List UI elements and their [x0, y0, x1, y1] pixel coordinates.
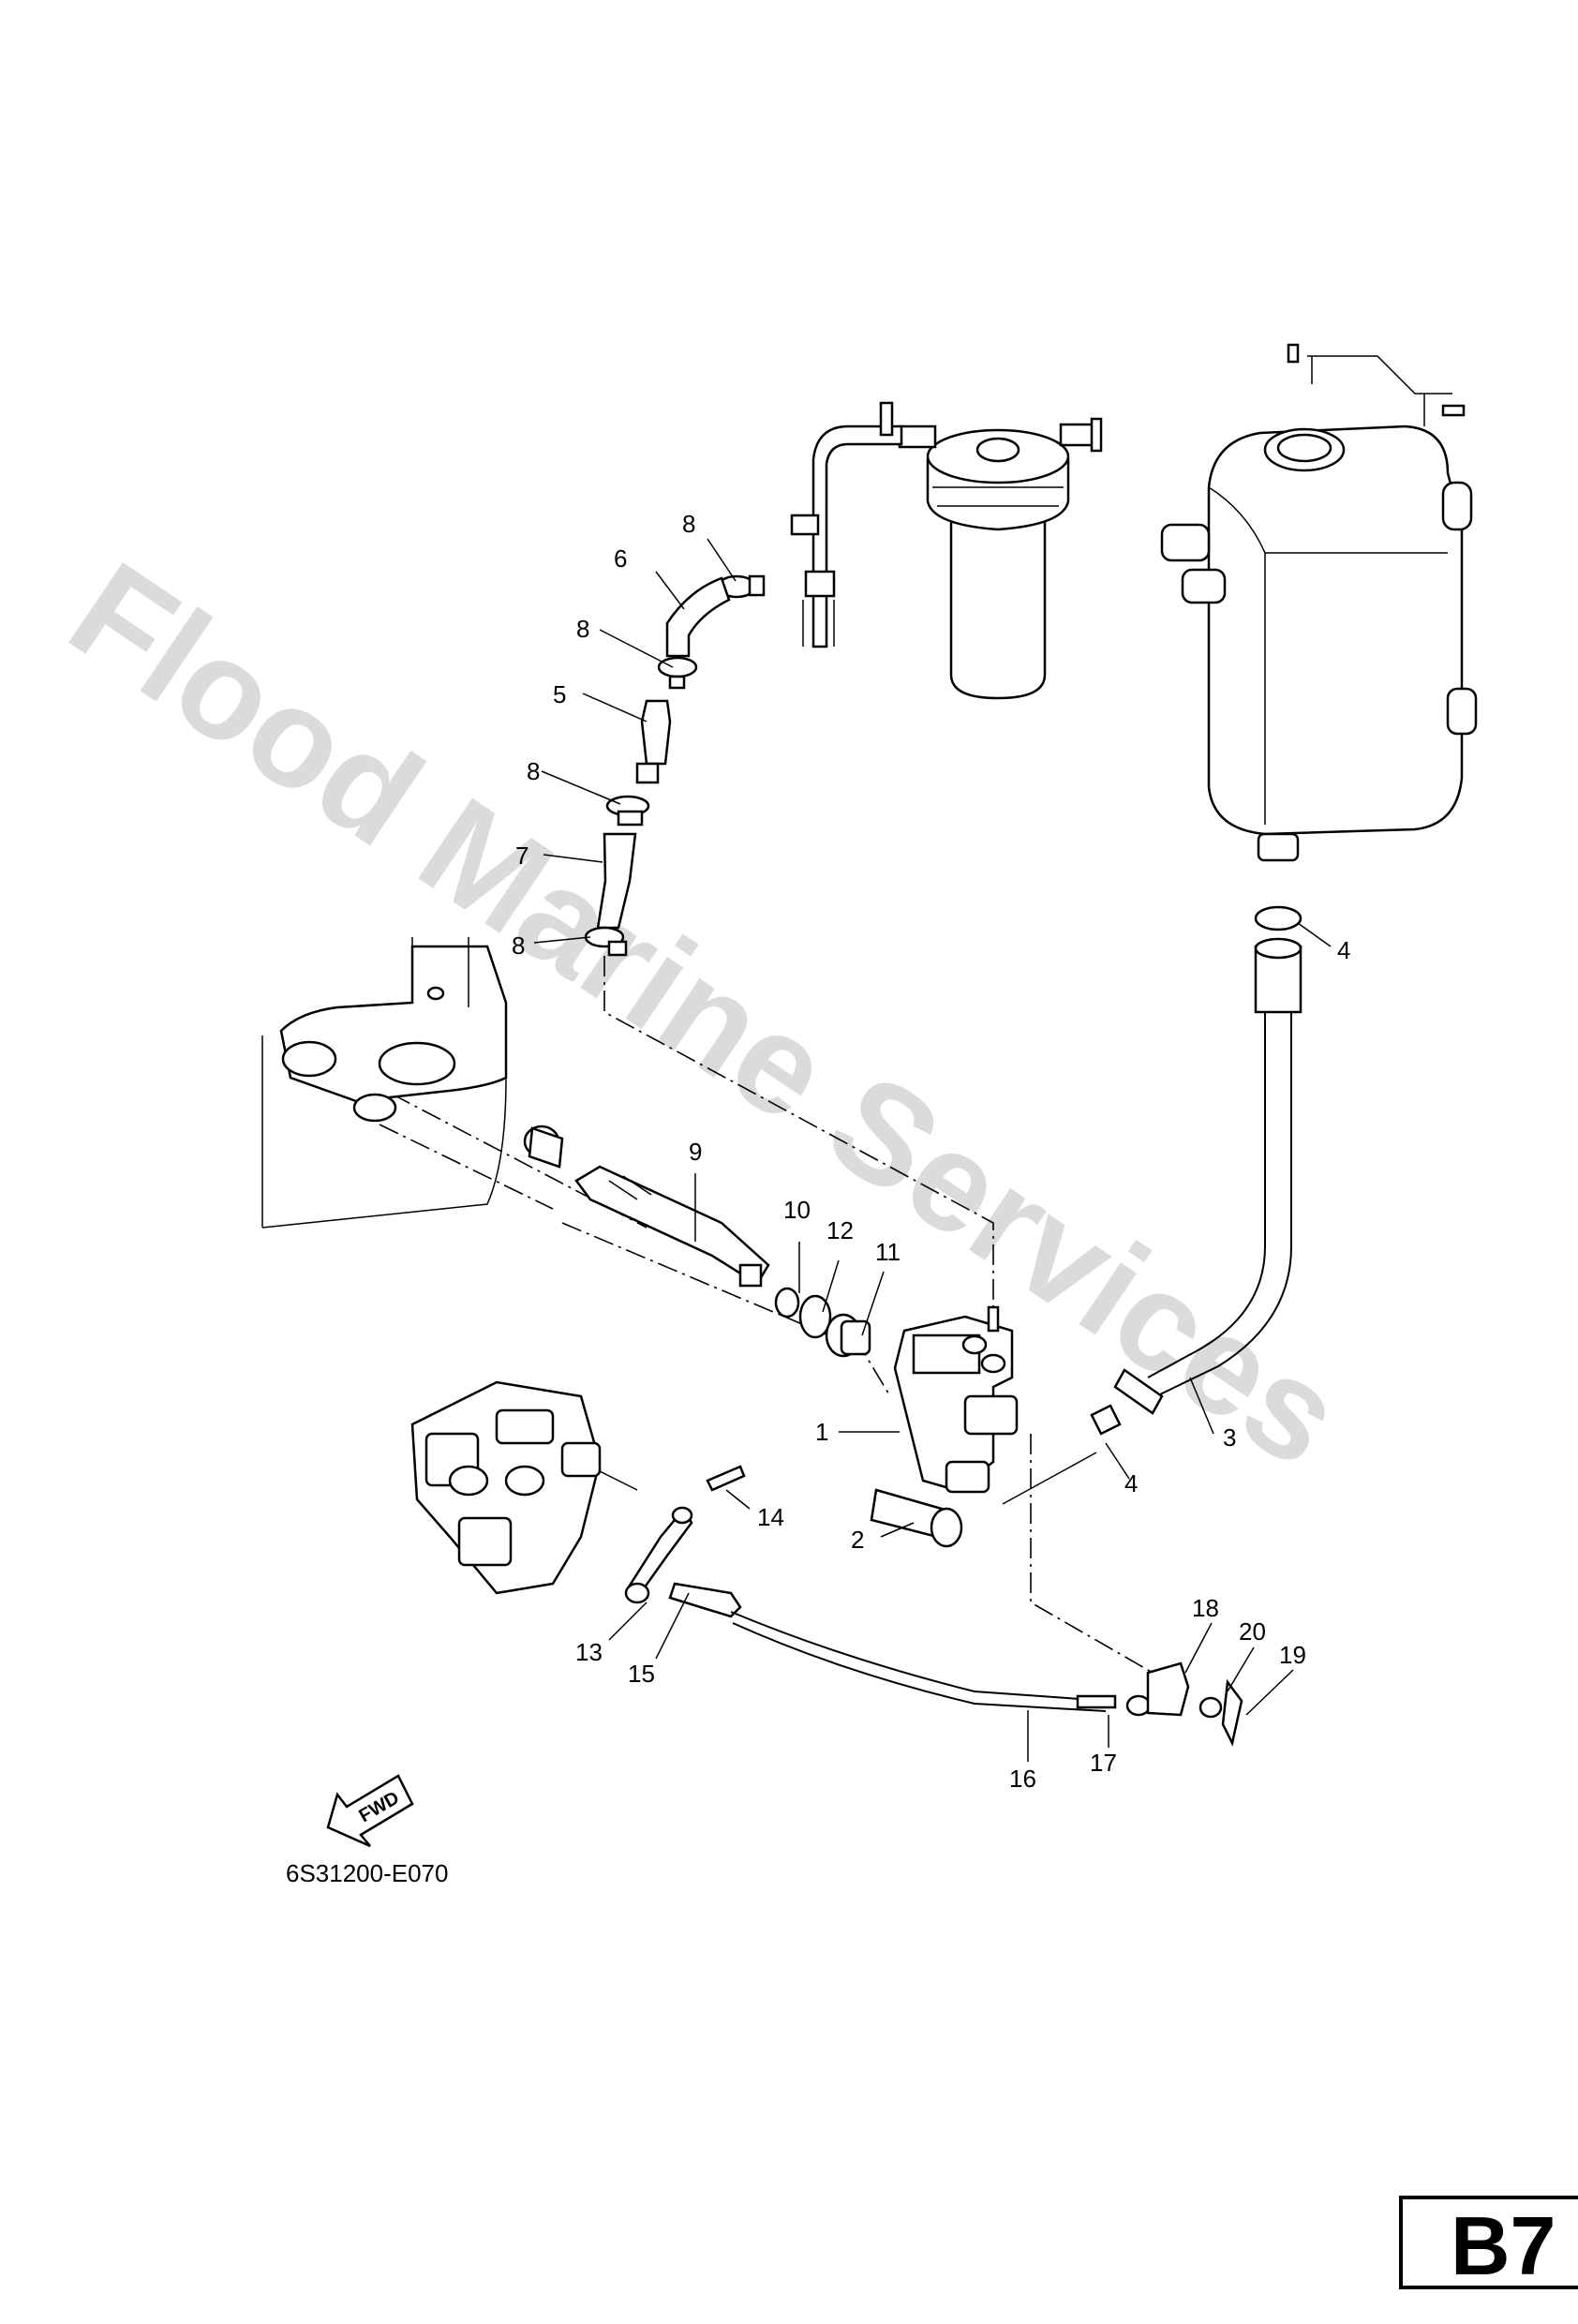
figure-code: 6S31200-E070: [286, 1859, 448, 1887]
callout-8c: 8: [527, 757, 540, 785]
oil-tank: [1160, 343, 1478, 862]
callout-2: 2: [851, 1526, 864, 1554]
callout-8b: 8: [576, 615, 589, 643]
callout-6: 6: [614, 544, 627, 573]
bracket: [261, 937, 564, 1229]
callout-leaders: [533, 538, 1332, 1762]
callout-8a: 8: [682, 510, 695, 538]
callout-3: 3: [1223, 1423, 1236, 1452]
callout-numbers: 1 2 3 4 4 5 6 7 8 8 8 8 9 10 11 12 13 14…: [512, 510, 1350, 1793]
control-cable: [668, 1582, 1243, 1747]
shaft: [574, 1165, 770, 1288]
oil-pump: [870, 1305, 1019, 1548]
callout-1: 1: [815, 1418, 828, 1446]
callout-7: 7: [515, 842, 528, 870]
fuel-filter: [790, 401, 1103, 700]
fwd-arrow: FWD: [326, 1774, 414, 1848]
callout-12: 12: [826, 1216, 854, 1244]
callout-18: 18: [1192, 1594, 1219, 1622]
page-tag-text: B7: [1451, 2199, 1556, 2292]
callout-8d: 8: [512, 931, 525, 960]
callout-17: 17: [1090, 1749, 1117, 1777]
callout-16: 16: [1009, 1765, 1036, 1793]
callout-9: 9: [689, 1138, 702, 1166]
callout-15: 15: [628, 1660, 655, 1688]
callout-20: 20: [1239, 1617, 1266, 1646]
callout-10: 10: [783, 1196, 811, 1224]
oil-hose: [1090, 905, 1303, 1436]
callout-4: 4: [1337, 936, 1350, 964]
callout-11: 11: [875, 1238, 901, 1266]
callout-4b: 4: [1124, 1469, 1138, 1497]
callout-13: 13: [575, 1638, 603, 1666]
callout-5: 5: [553, 680, 566, 708]
watermark: Flood Marine Services: [44, 531, 1369, 1497]
page-tag: B7: [1399, 2196, 1578, 2292]
callout-19: 19: [1279, 1641, 1306, 1669]
link-lever: [624, 1465, 746, 1604]
seals: [774, 1287, 871, 1358]
watermark-text: Flood Marine Services: [44, 531, 1369, 1497]
hose-chain: [584, 574, 766, 957]
callout-14: 14: [757, 1503, 784, 1531]
carburetor: [410, 1380, 638, 1595]
